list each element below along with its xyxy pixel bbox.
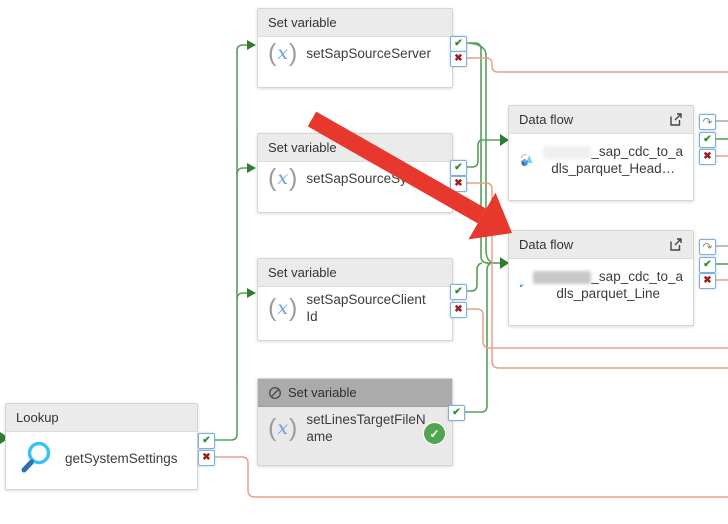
failure-port[interactable]: ✖ <box>699 149 716 165</box>
activity-dataflow-header[interactable]: Data flow _sap_cdc_to_a dls_parquet_Head… <box>508 105 694 201</box>
activity-type-text: Set variable <box>288 385 357 400</box>
activity-name-line1: _sap_cdc_to_a <box>591 144 683 159</box>
success-port[interactable]: ✔ <box>450 36 467 52</box>
skip-port[interactable]: ↷ <box>699 239 716 255</box>
badge-check-icon: ✓ <box>429 426 440 441</box>
set-variable-icon: (x) <box>268 413 298 442</box>
redacted-text <box>543 146 592 159</box>
activity-type-label: Set variable <box>258 259 452 287</box>
success-port[interactable]: ✔ <box>198 433 215 449</box>
success-port[interactable]: ✔ <box>699 257 716 273</box>
activity-name: setSapSourceSyst <box>306 171 418 186</box>
activity-name: setSapSourceClient Id <box>306 291 425 325</box>
activity-lookup-getSystemSettings[interactable]: Lookup getSystemSettings <box>5 403 198 490</box>
activity-name: _sap_cdc_to_a dls_parquet_Line <box>533 268 683 302</box>
failure-port[interactable]: ✖ <box>450 176 467 192</box>
set-variable-icon: (x) <box>268 39 298 67</box>
success-port[interactable]: ✔ <box>448 405 465 421</box>
set-variable-icon: (x) <box>268 164 298 192</box>
activity-set-variable-setLinesTargetFileName[interactable]: Set variable (x) setLinesTargetFileN ame <box>257 378 453 466</box>
activity-name-line2: dls_parquet_Head… <box>551 161 676 176</box>
lookup-search-icon <box>21 441 51 473</box>
activity-name: getSystemSettings <box>65 450 178 466</box>
deactivated-icon <box>268 386 282 399</box>
activity-type-label: Set variable <box>258 9 452 37</box>
skip-port[interactable]: ↷ <box>699 114 716 130</box>
activity-type-label: Set variable <box>258 379 452 407</box>
open-in-new-icon[interactable] <box>668 237 683 252</box>
activity-name-line1: _sap_cdc_to_a <box>591 269 683 284</box>
failure-port[interactable]: ✖ <box>198 450 215 466</box>
data-flow-icon <box>520 153 533 167</box>
activity-name: setLinesTargetFileN ame <box>306 411 425 445</box>
activity-name-line2: dls_parquet_Line <box>556 286 660 301</box>
activity-type-text: Set variable <box>268 15 337 30</box>
failure-port[interactable]: ✖ <box>450 51 467 67</box>
activity-type-text: Data flow <box>519 237 574 252</box>
activity-dataflow-line[interactable]: Data flow _sap_cdc_to_a dls_parquet_Line <box>508 230 694 326</box>
redacted-text <box>533 271 592 284</box>
activity-type-text: Lookup <box>16 410 59 425</box>
activity-name-line1: setSapSourceClient <box>306 292 426 307</box>
set-variable-icon: (x) <box>268 293 298 322</box>
activity-type-text: Set variable <box>268 140 337 155</box>
activity-set-variable-setSapSourceServer[interactable]: Set variable (x) setSapSourceServer <box>257 8 453 88</box>
activity-name: setSapSourceServer <box>306 46 431 61</box>
success-port[interactable]: ✔ <box>450 284 467 300</box>
failure-port[interactable]: ✖ <box>450 302 467 318</box>
activity-type-label: Set variable <box>258 134 452 162</box>
activity-name-line2: Id <box>306 309 318 324</box>
failure-port[interactable]: ✖ <box>699 273 716 289</box>
activity-type-label: Lookup <box>6 404 197 432</box>
status-success-badge: ✓ <box>423 422 446 445</box>
activity-set-variable-setSapSourceSyst[interactable]: Set variable (x) setSapSourceSyst <box>257 133 453 213</box>
success-port[interactable]: ✔ <box>699 132 716 148</box>
activity-name-line2: ame <box>306 429 333 444</box>
activity-type-text: Data flow <box>519 112 574 127</box>
activity-name: _sap_cdc_to_a dls_parquet_Head… <box>543 143 683 177</box>
activity-type-text: Set variable <box>268 265 337 280</box>
activity-set-variable-setSapSourceClientId[interactable]: Set variable (x) setSapSourceClient Id <box>257 258 453 341</box>
open-in-new-icon[interactable] <box>668 112 683 127</box>
data-flow-icon <box>519 282 524 288</box>
activity-name-line1: setLinesTargetFileN <box>306 412 426 427</box>
success-port[interactable]: ✔ <box>450 160 467 176</box>
